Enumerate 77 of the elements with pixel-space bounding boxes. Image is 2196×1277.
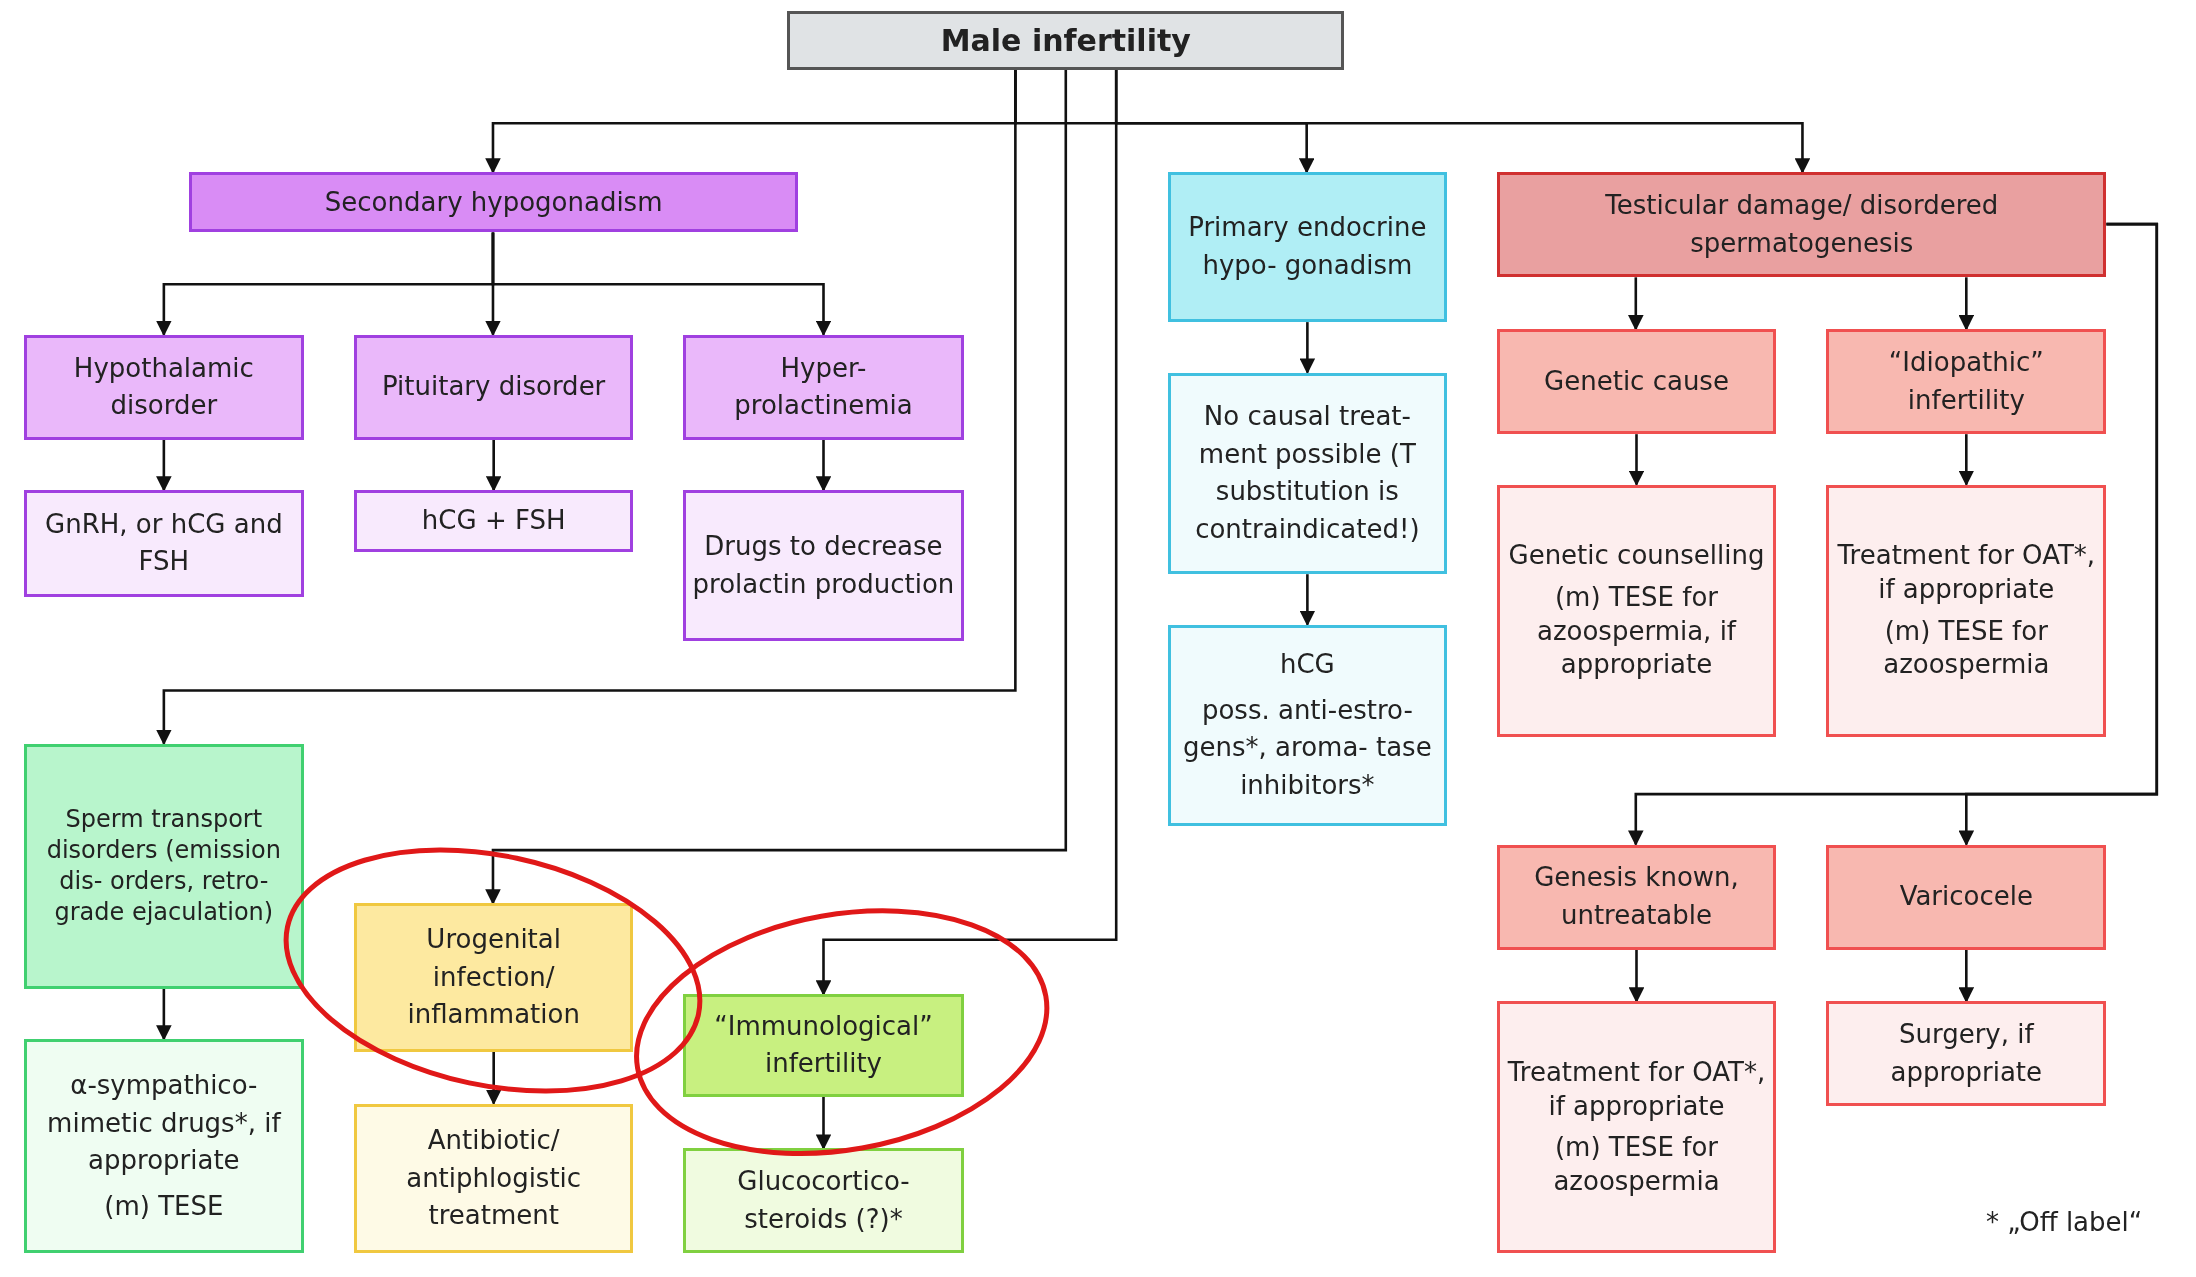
step-box	[1497, 484, 1776, 737]
node-text: Genetic cause	[1544, 364, 1729, 398]
arrow	[815, 439, 832, 492]
arrow	[1958, 949, 1975, 1003]
node-text: (m) TESE for azoospermia, if appropriate	[1535, 580, 1738, 682]
category-box	[23, 743, 304, 989]
node-text: GnRH, or hCG and FSH	[44, 507, 284, 579]
node-text: Varicocele	[1899, 880, 2033, 914]
arrow	[1628, 949, 1645, 1003]
step-box	[1826, 329, 2107, 435]
arrow	[1299, 574, 1316, 627]
node-text: Drugs to decrease prolactin production	[692, 530, 955, 601]
node-text: Antibiotic/ antiphlogistic treatment	[405, 1124, 583, 1233]
arrow	[1628, 434, 1645, 487]
arrow	[1628, 277, 1644, 331]
node-text: Glucocortico- steroids (?)*	[736, 1165, 911, 1236]
node-text: Treatment for OAT*, if appropriate	[1506, 1055, 1767, 1123]
node-text: Urogenital infection/ inflammation	[406, 923, 581, 1032]
step-box	[354, 334, 633, 440]
node-text: “Idiopathic” infertility	[1887, 345, 2045, 417]
arrow	[1958, 222, 2159, 847]
step-box	[683, 1148, 964, 1254]
category-box	[1168, 172, 1447, 323]
step-box	[683, 490, 964, 642]
arrow	[156, 70, 1017, 746]
node-text: Surgery, if appropriate	[1889, 1018, 2044, 1089]
step-box	[23, 334, 304, 440]
node-text: Male infertility	[940, 21, 1191, 60]
node-text: Testicular damage/ disordered spermatogenesis	[1604, 189, 2000, 260]
node-text: Treatment for OAT*, if appropriate	[1836, 539, 2097, 606]
node-text: No causal treat- ment possible (T substitution is contraindicated!)	[1194, 400, 1421, 547]
arrow	[156, 988, 172, 1041]
node-text: Genesis known, untreatable	[1533, 861, 1740, 932]
step-box	[1497, 844, 1776, 950]
arrow	[815, 1096, 832, 1150]
arrow	[1299, 322, 1316, 375]
node-text: Hypothalamic disorder	[72, 351, 255, 423]
arrow	[485, 70, 1068, 905]
step-box	[1826, 1001, 2107, 1107]
node-text: Primary endocrine hypo- gonadism	[1187, 211, 1428, 283]
category-box	[1497, 172, 2107, 278]
step-box	[23, 1039, 304, 1254]
node-text: (m) TESE for azoospermia	[1552, 1131, 1721, 1199]
node-text: poss. anti-estro- gens*, aroma- tase inhibitors*	[1182, 693, 1433, 803]
step-box	[1497, 1001, 1776, 1254]
step-box	[683, 334, 964, 440]
step-box	[1497, 329, 1776, 435]
arrow	[156, 439, 172, 492]
node-text: Sperm transport disorders (emission dis- orders, retro- grade ejaculation)	[45, 803, 282, 929]
arrow	[1958, 434, 1975, 487]
step-box	[1168, 372, 1447, 575]
category-box	[189, 172, 799, 233]
category-box	[354, 903, 633, 1052]
step-box	[1826, 484, 2107, 737]
arrow	[485, 439, 502, 492]
step-box	[354, 1103, 633, 1254]
step-box	[23, 490, 304, 597]
arrow	[485, 1051, 502, 1106]
node-text: hCG	[1279, 648, 1335, 682]
step-box	[1168, 624, 1447, 827]
node-text: Pituitary disorder	[382, 370, 606, 404]
node-text: Genetic counselling	[1508, 539, 1765, 572]
node-text: Hyper- prolactinemia	[733, 351, 914, 423]
footnote: * „Off label“	[1985, 1207, 2143, 1238]
step-box	[354, 490, 633, 552]
node-text: α-sympathico- mimetic drugs*, if appropriate	[46, 1068, 283, 1178]
step-box	[1826, 844, 2107, 950]
node-text: (m) TESE for azoospermia	[1882, 614, 2051, 682]
arrow	[815, 70, 1118, 996]
arrow	[491, 232, 832, 337]
node-text: hCG + FSH	[421, 504, 566, 538]
node-text: Secondary hypogonadism	[324, 185, 663, 219]
node-text: (m) TESE	[104, 1190, 224, 1223]
title-box	[787, 11, 1345, 70]
category-box	[683, 994, 964, 1097]
arrow	[1958, 277, 1975, 331]
node-text: “Immunological” infertility	[713, 1009, 934, 1081]
